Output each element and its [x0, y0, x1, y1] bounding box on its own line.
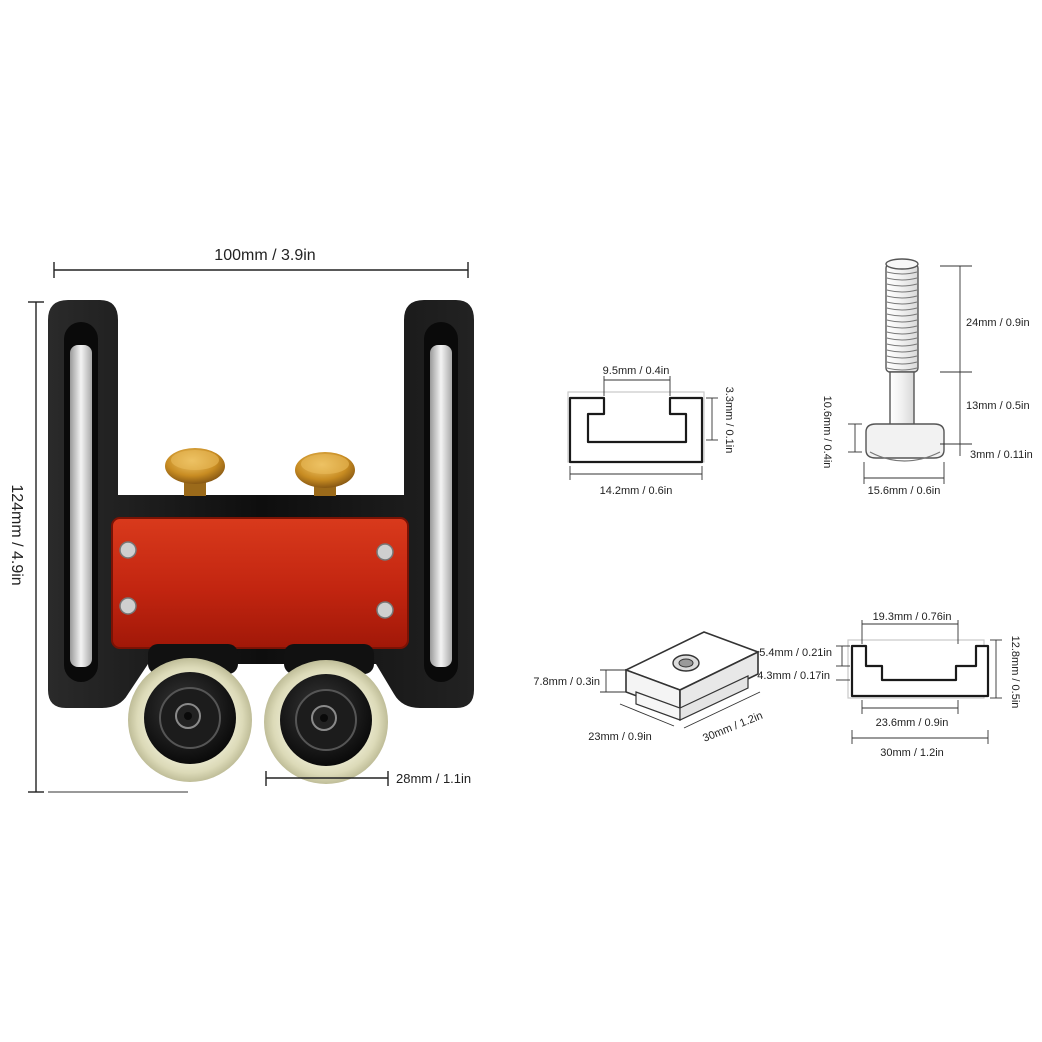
- t-bolt: 24mm / 0.9in 13mm / 0.5in 3mm / 0.11in 1…: [821, 258, 1033, 497]
- screw-icon: [119, 597, 137, 615]
- outer-width-label: 30mm / 1.2in: [880, 747, 944, 759]
- bolt-thread-line: [886, 277, 918, 281]
- block-height-label: 7.8mm / 0.3in: [533, 676, 600, 688]
- head-width-label: 15.6mm / 0.6in: [868, 485, 941, 497]
- top-slot-label: 19.3mm / 0.76in: [873, 611, 952, 623]
- left-knob: [165, 448, 225, 496]
- section-height-label: 12.8mm / 0.5in: [1009, 636, 1021, 709]
- right-wheel: [264, 660, 388, 784]
- bolt-thread-line: [886, 355, 918, 359]
- bolt-thread-line: [886, 295, 918, 299]
- bolt-thread-line: [886, 331, 918, 335]
- track-width-label: 14.2mm / 0.6in: [600, 485, 673, 497]
- bolt-thread-line: [886, 283, 918, 287]
- track-profile: 9.5mm / 0.4in 3.3mm / 0.1in 14.2mm / 0.6…: [567, 365, 735, 497]
- main-product: 100mm / 3.9in 124mm / 4.9in 28mm / 1.1in: [8, 247, 474, 793]
- bolt-thread-line: [886, 349, 918, 353]
- shank-label: 13mm / 0.5in: [966, 400, 1030, 412]
- bolt-thread-line: [886, 361, 918, 365]
- bolt-thread-line: [886, 325, 918, 329]
- block-width-label: 23mm / 0.9in: [588, 731, 652, 743]
- head-height-label: 10.6mm / 0.4in: [821, 396, 833, 469]
- screw-icon: [119, 541, 137, 559]
- screw-icon: [376, 601, 394, 619]
- bolt-thread-line: [886, 289, 918, 293]
- head-thickness-label: 3mm / 0.11in: [970, 449, 1033, 461]
- width-label: 100mm / 3.9in: [214, 247, 315, 264]
- bolt-thread-line: [886, 337, 918, 341]
- bolt-thread-line: [886, 367, 918, 371]
- right-knob: [295, 452, 355, 496]
- inner-width-label: 23.6mm / 0.9in: [876, 717, 949, 729]
- bolt-thread-line: [886, 319, 918, 323]
- depth-label: 3.3mm / 0.1in: [723, 387, 735, 454]
- slot-label: 9.5mm / 0.4in: [603, 365, 670, 377]
- bolt-thread-line: [886, 307, 918, 311]
- inner-label: 4.3mm / 0.17in: [757, 670, 830, 682]
- slider-block: 7.8mm / 0.3in 23mm / 0.9in 30mm / 1.2in: [533, 631, 765, 745]
- wheel-label: 28mm / 1.1in: [396, 771, 471, 786]
- bolt-thread-line: [886, 301, 918, 305]
- lip-label: 5.4mm / 0.21in: [759, 647, 832, 659]
- track-section: 19.3mm / 0.76in 5.4mm / 0.21in 4.3mm / 0…: [757, 611, 1021, 759]
- screw-icon: [376, 543, 394, 561]
- bolt-thread-line: [886, 343, 918, 347]
- red-plate: [111, 517, 409, 649]
- height-label: 124mm / 4.9in: [8, 484, 25, 585]
- left-wheel: [128, 658, 252, 782]
- bolt-thread-line: [886, 271, 918, 275]
- bolt-thread-line: [886, 313, 918, 317]
- thread-label: 24mm / 0.9in: [966, 317, 1030, 329]
